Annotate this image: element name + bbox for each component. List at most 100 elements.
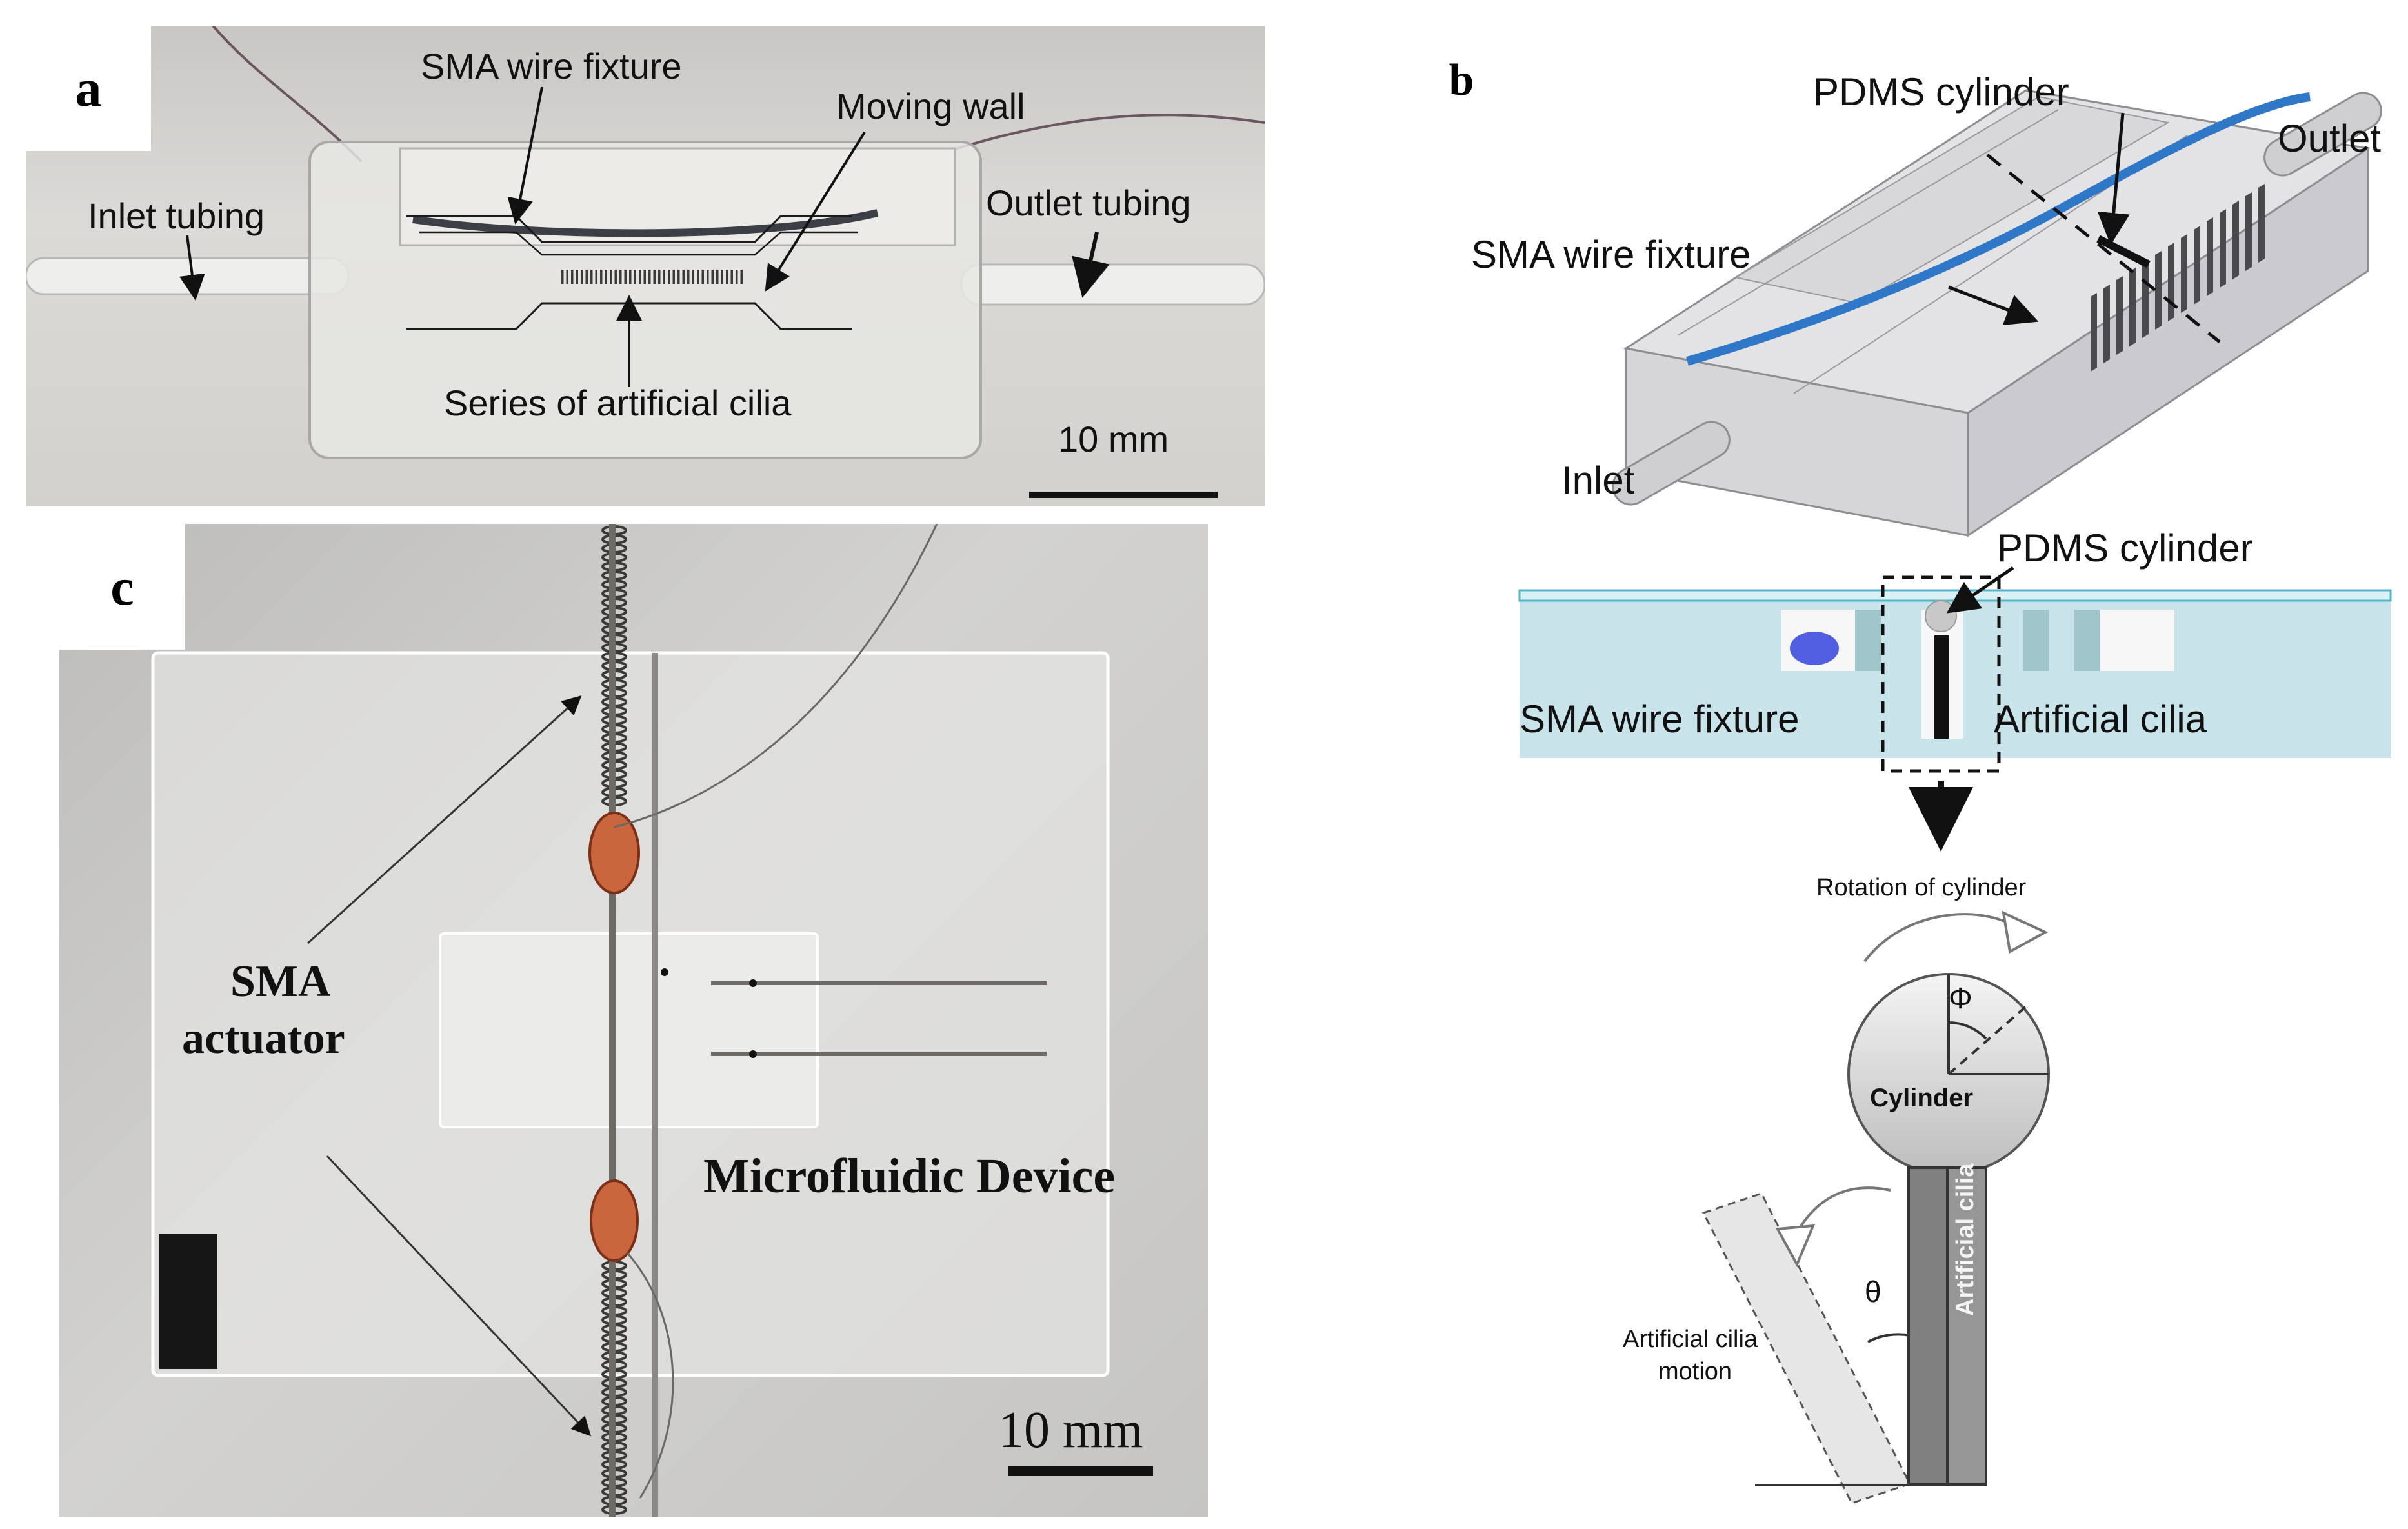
label-cylinder: Cylinder bbox=[1870, 1084, 1974, 1112]
arrow-inlet-tubing bbox=[179, 235, 205, 301]
cilium-tick bbox=[590, 270, 593, 284]
label-pdms-cylinder-top: PDMS cylinder bbox=[1813, 70, 2069, 114]
scale-bar-c bbox=[1008, 1466, 1153, 1476]
label-moving-wall: Moving wall bbox=[836, 86, 1025, 126]
label-outlet: Outlet bbox=[2278, 117, 2382, 160]
cilium-tick bbox=[711, 270, 714, 284]
joint-top bbox=[588, 812, 640, 894]
scale-label-a: 10 mm bbox=[1058, 419, 1169, 459]
panel-a-drawing bbox=[26, 26, 1265, 498]
cilium-tick bbox=[730, 270, 733, 284]
port-3 bbox=[749, 1050, 757, 1058]
pin-bottom bbox=[711, 1052, 1047, 1056]
label-artificial-cilia-vertical: Artificial cilia bbox=[1952, 1163, 1979, 1316]
cilium-tick bbox=[639, 270, 641, 284]
label-theta: θ bbox=[1865, 1275, 1881, 1308]
cilium-tick bbox=[663, 270, 665, 284]
panel-letter-c: c bbox=[59, 524, 185, 650]
cilium-tick bbox=[740, 270, 743, 284]
label-outlet-tubing: Outlet tubing bbox=[986, 183, 1191, 223]
chip bbox=[439, 932, 819, 1128]
label-inlet-tubing: Inlet tubing bbox=[88, 195, 265, 236]
comb-cilium bbox=[2155, 251, 2162, 330]
cilium-tick bbox=[658, 270, 661, 284]
lead-wire-top bbox=[614, 524, 938, 828]
cilium-tick bbox=[701, 270, 704, 284]
cilium-tick bbox=[653, 270, 656, 284]
label-sma-wire-fixture: SMA wire fixture bbox=[421, 46, 682, 86]
cilium-tick bbox=[561, 270, 564, 284]
cilium-tick bbox=[726, 270, 728, 284]
cilium-tick bbox=[595, 270, 597, 284]
outlet-tube bbox=[960, 263, 1265, 306]
cilium-tick bbox=[600, 270, 603, 284]
cilium-tick bbox=[721, 270, 723, 284]
cilium-tick bbox=[610, 270, 612, 284]
cilium-tick bbox=[677, 270, 680, 284]
sma-wire-blue bbox=[1686, 92, 2311, 366]
label-sma-wire-fixture-section: SMA wire fixture bbox=[1520, 697, 1800, 741]
guide-rod bbox=[652, 653, 658, 1517]
cilium-tick bbox=[682, 270, 685, 284]
label-cilia-motion-2: motion bbox=[1658, 1358, 1732, 1385]
cilia-row-a bbox=[561, 270, 743, 284]
cross-section bbox=[1518, 575, 2392, 773]
arrow-outlet-tubing bbox=[1072, 232, 1110, 298]
comb-cilium bbox=[2168, 243, 2174, 321]
arrow-moving-wall bbox=[765, 131, 866, 292]
label-rotation: Rotation of cylinder bbox=[1816, 874, 2027, 901]
arrow-sma-fixture-b bbox=[1948, 285, 2039, 325]
label-phi: Φ bbox=[1949, 981, 1972, 1015]
label-cilia-motion-1: Artificial cilia bbox=[1623, 1326, 1758, 1353]
cilium-tick bbox=[619, 270, 622, 284]
channel-top-inner bbox=[419, 231, 858, 256]
cylinder-detail bbox=[1701, 910, 2050, 1504]
pin-top bbox=[711, 981, 1047, 985]
cilium-tick bbox=[672, 270, 675, 284]
device-3d bbox=[1612, 89, 2382, 537]
joint-bottom bbox=[590, 1179, 639, 1262]
channel-bottom bbox=[406, 302, 852, 330]
cilium-tick bbox=[605, 270, 607, 284]
label-inlet: Inlet bbox=[1561, 459, 1635, 502]
wire-left bbox=[212, 26, 363, 163]
scale-label-c: 10 mm bbox=[998, 1402, 1143, 1459]
cilium-tick bbox=[576, 270, 578, 284]
panel-c-photo: c SMA actuator Microfluidic Device 10 mm bbox=[59, 524, 1208, 1517]
cilium-tick bbox=[707, 270, 709, 284]
comb-cilium bbox=[2207, 217, 2213, 296]
panel-b: b PDMS cylinder Outlet SMA wire fixture … bbox=[1303, 0, 2408, 1529]
panel-letter-a: a bbox=[26, 26, 151, 151]
comb-cilium bbox=[2181, 234, 2187, 313]
comb-cilium bbox=[2220, 209, 2226, 288]
comb-cilium bbox=[2142, 259, 2149, 338]
cilium-tick bbox=[648, 270, 651, 284]
cilium-tick bbox=[629, 270, 632, 284]
comb-cilium bbox=[2258, 184, 2265, 263]
scale-bar-a bbox=[1029, 492, 1218, 498]
comb-cilium bbox=[2232, 201, 2239, 279]
label-sma: SMA bbox=[230, 957, 331, 1006]
panel-b-drawing bbox=[1518, 89, 2392, 1504]
label-microfluidic-device: Microfluidic Device bbox=[703, 1149, 1116, 1203]
comb-cilium bbox=[2103, 285, 2110, 363]
comb-cilium bbox=[2245, 192, 2252, 271]
label-actuator: actuator bbox=[182, 1014, 345, 1063]
cilium-tick bbox=[585, 270, 588, 284]
port-1 bbox=[661, 968, 668, 976]
fixture-dot bbox=[1790, 632, 1839, 665]
panel-letter-b: b bbox=[1432, 52, 1490, 110]
cilium-tick bbox=[624, 270, 627, 284]
cilium-tick bbox=[687, 270, 690, 284]
arrow-pdms-top bbox=[2097, 112, 2130, 245]
label-pdms-cylinder-mid: PDMS cylinder bbox=[1997, 526, 2253, 570]
label-artificial-cilia-section: Artificial cilia bbox=[1994, 697, 2207, 741]
cilium-tick bbox=[697, 270, 699, 284]
cilium-tick bbox=[614, 270, 617, 284]
arrow-sma-fixture bbox=[507, 86, 543, 225]
cilium-tick bbox=[716, 270, 719, 284]
comb-cilium bbox=[2091, 293, 2097, 372]
cilium-tick bbox=[668, 270, 670, 284]
sma-rod bbox=[609, 524, 616, 1517]
arrow-pdms-mid bbox=[1946, 566, 2014, 614]
